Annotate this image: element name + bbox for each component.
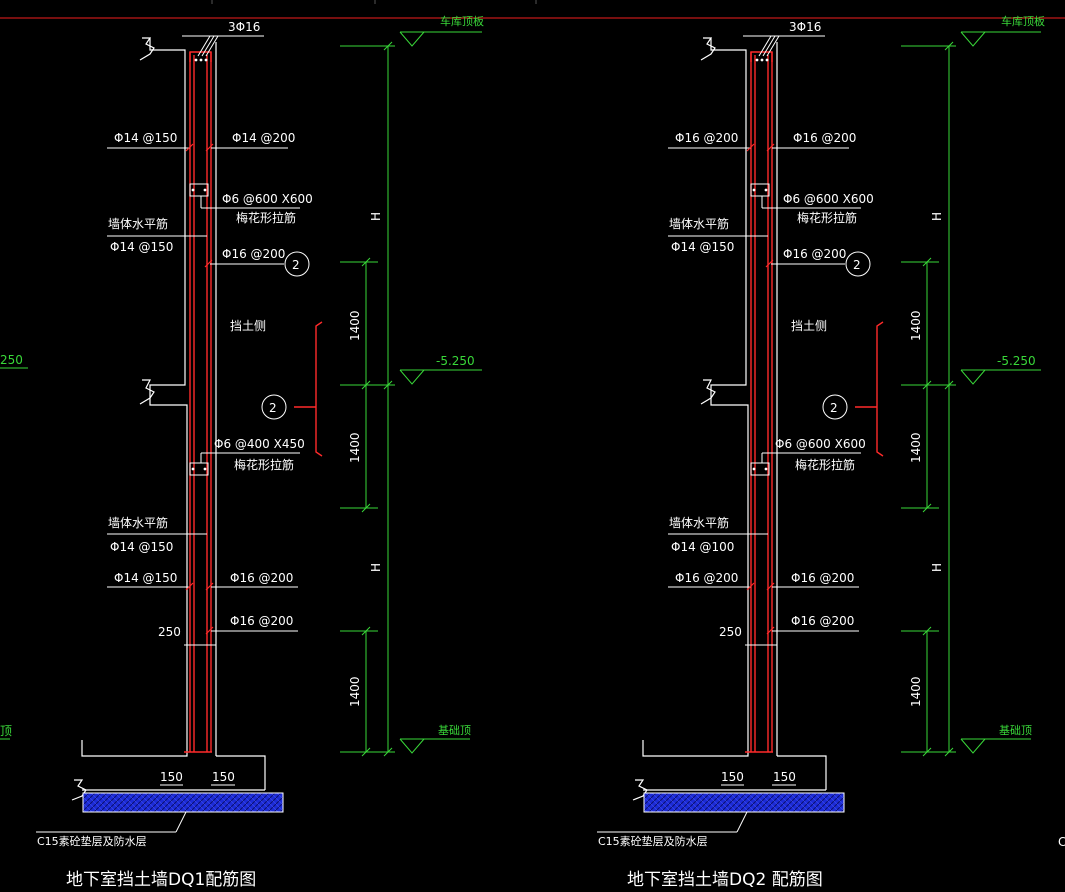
section-mark-circle-1	[284, 251, 310, 277]
cushion-hatch	[643, 792, 845, 813]
edge-left-base: 顶	[0, 724, 12, 738]
right-bottom-bar-2: Φ16 @200	[230, 614, 293, 628]
right-bottom-bar-1: Φ16 @200	[791, 571, 854, 585]
wall-outline	[632, 37, 827, 801]
horiz-bar-value-2: Φ14 @100	[671, 540, 734, 554]
top-stubs	[211, 0, 537, 4]
right-outer-top: Φ14 @200	[232, 131, 295, 145]
dim-150-left: 150	[160, 770, 183, 784]
rebar-ticks	[746, 143, 775, 635]
tie-top-name: 梅花形拉筋	[797, 210, 857, 225]
level-mid: -5.250	[997, 354, 1036, 368]
wall-outline	[71, 37, 266, 801]
dim-H-top: H	[930, 212, 944, 221]
section-mark-1: 2	[853, 258, 861, 272]
base-label: 基础顶	[438, 724, 471, 737]
top-bar-dots	[191, 58, 208, 471]
edge-left-level: 250	[0, 353, 23, 367]
tie-hooks	[750, 183, 770, 476]
rebar-lines	[745, 51, 884, 753]
horiz-bar-value-1: Φ14 @150	[110, 240, 173, 254]
tie-bottom-name: 梅花形拉筋	[795, 457, 855, 472]
top-bar-dots	[752, 58, 769, 471]
dimension-lines	[340, 31, 482, 757]
dimension-lines	[901, 31, 1041, 757]
section-mark-circle-2	[261, 394, 287, 420]
dim-150-right: 150	[773, 770, 796, 784]
section-mark-circle-2	[822, 394, 848, 420]
horiz-bar-label-2: 墙体水平筋	[669, 515, 729, 530]
horiz-bar-label-1: 墙体水平筋	[669, 216, 729, 231]
tie-bottom-spec: Φ6 @600 X600	[775, 437, 866, 451]
dim-1400-b: 1400	[909, 432, 923, 463]
left-bottom-bar: Φ16 @200	[675, 571, 738, 585]
horiz-bar-value-2: Φ14 @150	[110, 540, 173, 554]
tie-top-name: 梅花形拉筋	[236, 210, 296, 225]
right-mid-bar: Φ16 @200	[783, 247, 846, 261]
right-mid-bar: Φ16 @200	[222, 247, 285, 261]
base-label: 基础顶	[999, 724, 1032, 737]
right-outer-top: Φ16 @200	[793, 131, 856, 145]
drawing-dq1: 2 2 3Φ16 Φ14 @150 Φ14 @200 Φ6 @600 X600 …	[36, 14, 484, 890]
top-bars-label: 3Φ16	[228, 20, 260, 34]
drawing-title: 地下室挡土墙DQ1配筋图	[66, 870, 256, 890]
roof-label: 车库顶板	[1001, 14, 1045, 28]
roof-label: 车库顶板	[440, 14, 484, 28]
tie-top-spec: Φ6 @600 X600	[783, 192, 874, 206]
dim-H-bottom: H	[369, 563, 383, 572]
cushion-hatch	[82, 792, 284, 813]
soil-side: 挡土侧	[230, 319, 266, 333]
dim-250: 250	[719, 625, 742, 639]
rebar-lines	[184, 51, 323, 753]
level-mid: -5.250	[436, 354, 475, 368]
soil-side: 挡土侧	[791, 319, 827, 333]
rebar-ticks	[185, 143, 214, 635]
cushion-label: C15素砼垫层及防水层	[598, 834, 708, 848]
leader-lines	[36, 35, 300, 833]
dim-150-left: 150	[721, 770, 744, 784]
dim-1400-a: 1400	[348, 310, 362, 341]
left-outer-top: Φ14 @150	[114, 131, 177, 145]
right-bottom-bar-1: Φ16 @200	[230, 571, 293, 585]
top-bars-label: 3Φ16	[789, 20, 821, 34]
section-mark-1: 2	[292, 258, 300, 272]
dim-150-right: 150	[212, 770, 235, 784]
leader-lines	[597, 35, 861, 833]
tie-bottom-spec: Φ6 @400 X450	[214, 437, 305, 451]
left-bottom-bar: Φ14 @150	[114, 571, 177, 585]
right-bottom-bar-2: Φ16 @200	[791, 614, 854, 628]
section-mark-2: 2	[830, 401, 838, 415]
tie-top-spec: Φ6 @600 X600	[222, 192, 313, 206]
left-outer-top: Φ16 @200	[675, 131, 738, 145]
cushion-label: C15素砼垫层及防水层	[37, 834, 147, 848]
horiz-bar-label-2: 墙体水平筋	[108, 515, 168, 530]
tie-hooks	[189, 183, 209, 476]
section-mark-2: 2	[269, 401, 277, 415]
dim-1400-c: 1400	[909, 676, 923, 707]
section-mark-circle-1	[845, 251, 871, 277]
dim-1400-a: 1400	[909, 310, 923, 341]
dim-1400-b: 1400	[348, 432, 362, 463]
dim-250: 250	[158, 625, 181, 639]
horiz-bar-value-1: Φ14 @150	[671, 240, 734, 254]
horiz-bar-label-1: 墙体水平筋	[108, 216, 168, 231]
tie-bottom-name: 梅花形拉筋	[234, 457, 294, 472]
drawing-dq2: 2 2 3Φ16 Φ16 @200 Φ16 @200 Φ6 @600 X600 …	[597, 14, 1045, 890]
dim-H-bottom: H	[930, 563, 944, 572]
dim-1400-c: 1400	[348, 676, 362, 707]
drawing-title: 地下室挡土墙DQ2 配筋图	[627, 870, 823, 890]
dim-H-top: H	[369, 212, 383, 221]
edge-right-char: C	[1058, 835, 1065, 849]
